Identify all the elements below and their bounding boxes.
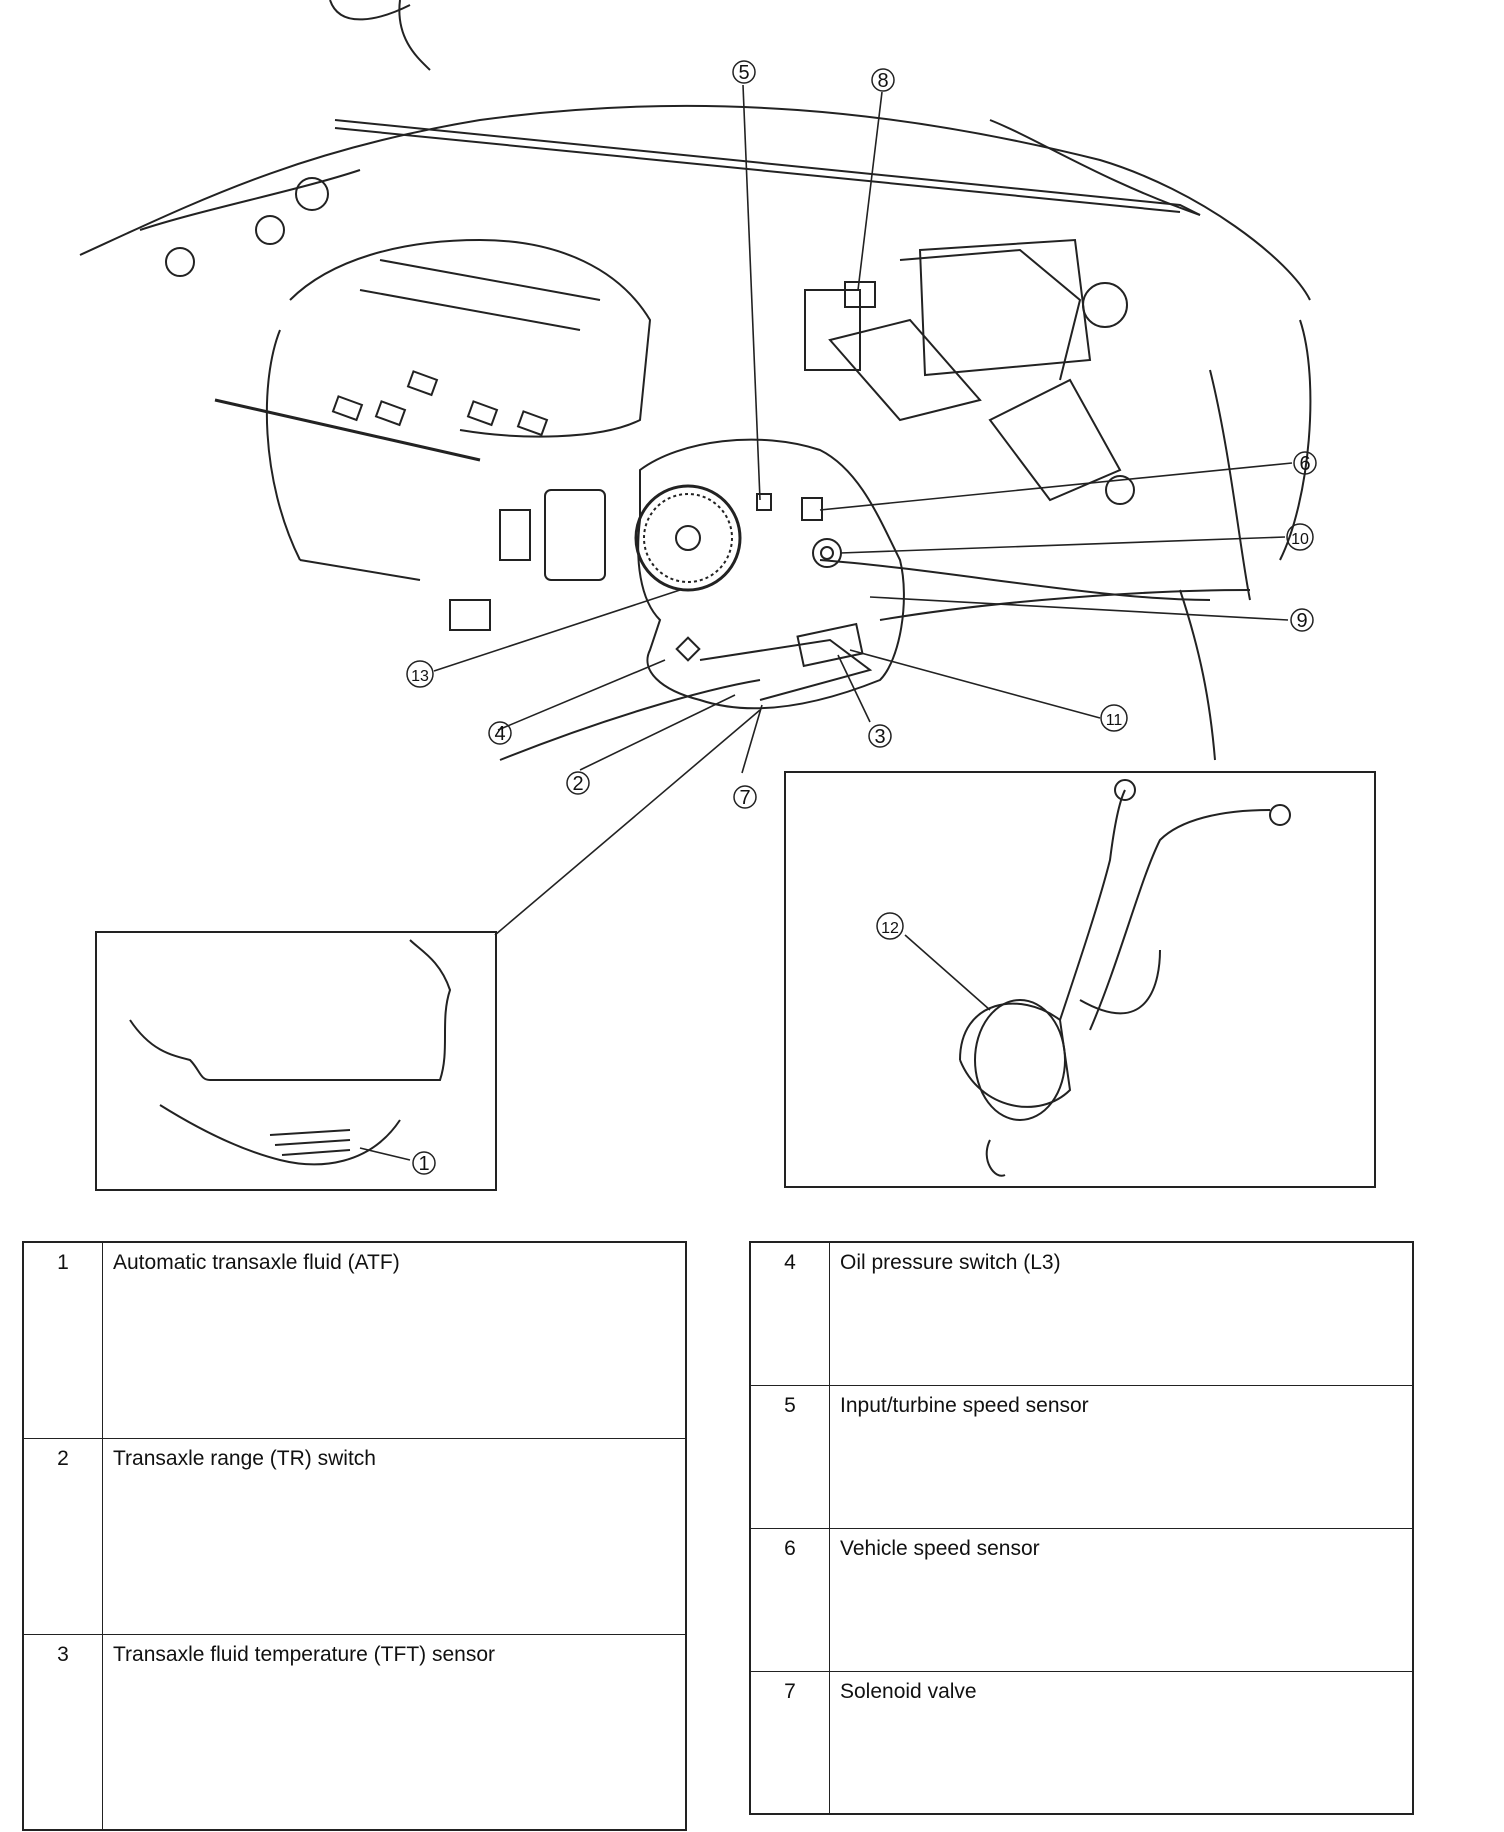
legend-number: 1 [22, 1241, 103, 1439]
legend-number: 6 [749, 1527, 830, 1672]
fender-lines [499, 369, 1251, 761]
transaxle-sensors [675, 493, 842, 662]
legend-number: 5 [749, 1384, 830, 1529]
svg-text:10: 10 [1291, 531, 1309, 548]
svg-text:12: 12 [881, 920, 899, 937]
table-row: 1 Automatic transaxle fluid (ATF) [22, 1241, 687, 1439]
legend-number: 2 [22, 1437, 103, 1635]
fuel-injectors [331, 370, 606, 631]
atf-inset [95, 931, 497, 1191]
callout-6: 6 [1293, 451, 1317, 475]
table-row: 6 Vehicle speed sensor [749, 1527, 1414, 1672]
battery-area [804, 238, 1122, 502]
vehicle-body-outline [79, 0, 1312, 561]
legend-label: Transaxle fluid temperature (TFT) sensor [102, 1633, 687, 1831]
engine-bay-diagram: 1 2 3 4 5 6 7 8 9 10 11 12 13 [79, 0, 1376, 1191]
svg-text:13: 13 [411, 668, 429, 685]
legend-label: Vehicle speed sensor [829, 1527, 1414, 1672]
transaxle-case [637, 438, 905, 710]
svg-text:2: 2 [572, 773, 583, 795]
flywheel [634, 484, 742, 592]
callout-13: 13 [406, 660, 434, 688]
svg-text:9: 9 [1296, 610, 1307, 632]
callout-3: 3 [868, 724, 892, 748]
callout-12: 12 [876, 912, 904, 940]
legend-table-left: 1 Automatic transaxle fluid (ATF) 2 Tran… [22, 1241, 687, 1831]
leader-lines [433, 84, 1293, 936]
callout-10: 10 [1286, 523, 1314, 551]
svg-text:8: 8 [877, 70, 888, 92]
callout-4: 4 [488, 721, 512, 745]
oil-cooler-inset [784, 771, 1376, 1188]
callout-5: 5 [732, 60, 756, 84]
svg-text:4: 4 [494, 723, 505, 745]
legend-label: Oil pressure switch (L3) [829, 1241, 1414, 1386]
legend-label: Transaxle range (TR) switch [102, 1437, 687, 1635]
callout-2: 2 [566, 771, 590, 795]
callout-8: 8 [871, 68, 895, 92]
legend-number: 4 [749, 1241, 830, 1386]
callout-7: 7 [733, 785, 757, 809]
callouts: 1 2 3 4 5 6 7 8 9 10 11 12 13 [406, 60, 1317, 1175]
table-row: 3 Transaxle fluid temperature (TFT) sens… [22, 1633, 687, 1831]
table-row: 7 Solenoid valve [749, 1670, 1414, 1815]
table-row: 5 Input/turbine speed sensor [749, 1384, 1414, 1529]
svg-text:6: 6 [1299, 453, 1310, 475]
svg-text:11: 11 [1106, 712, 1123, 729]
svg-text:1: 1 [418, 1153, 429, 1175]
svg-text:7: 7 [739, 787, 750, 809]
legend-label: Automatic transaxle fluid (ATF) [102, 1241, 687, 1439]
legend-number: 7 [749, 1670, 830, 1815]
legend-number: 3 [22, 1633, 103, 1831]
svg-text:3: 3 [874, 726, 885, 748]
table-row: 2 Transaxle range (TR) switch [22, 1437, 687, 1635]
legend-table-right: 4 Oil pressure switch (L3) 5 Input/turbi… [749, 1241, 1414, 1815]
callout-1: 1 [412, 1151, 436, 1175]
legend-label: Input/turbine speed sensor [829, 1384, 1414, 1529]
engine-block [165, 177, 1135, 581]
svg-text:5: 5 [738, 62, 749, 84]
table-row: 4 Oil pressure switch (L3) [749, 1241, 1414, 1386]
callout-11: 11 [1100, 704, 1128, 732]
callout-9: 9 [1290, 608, 1314, 632]
legend-label: Solenoid valve [829, 1670, 1414, 1815]
